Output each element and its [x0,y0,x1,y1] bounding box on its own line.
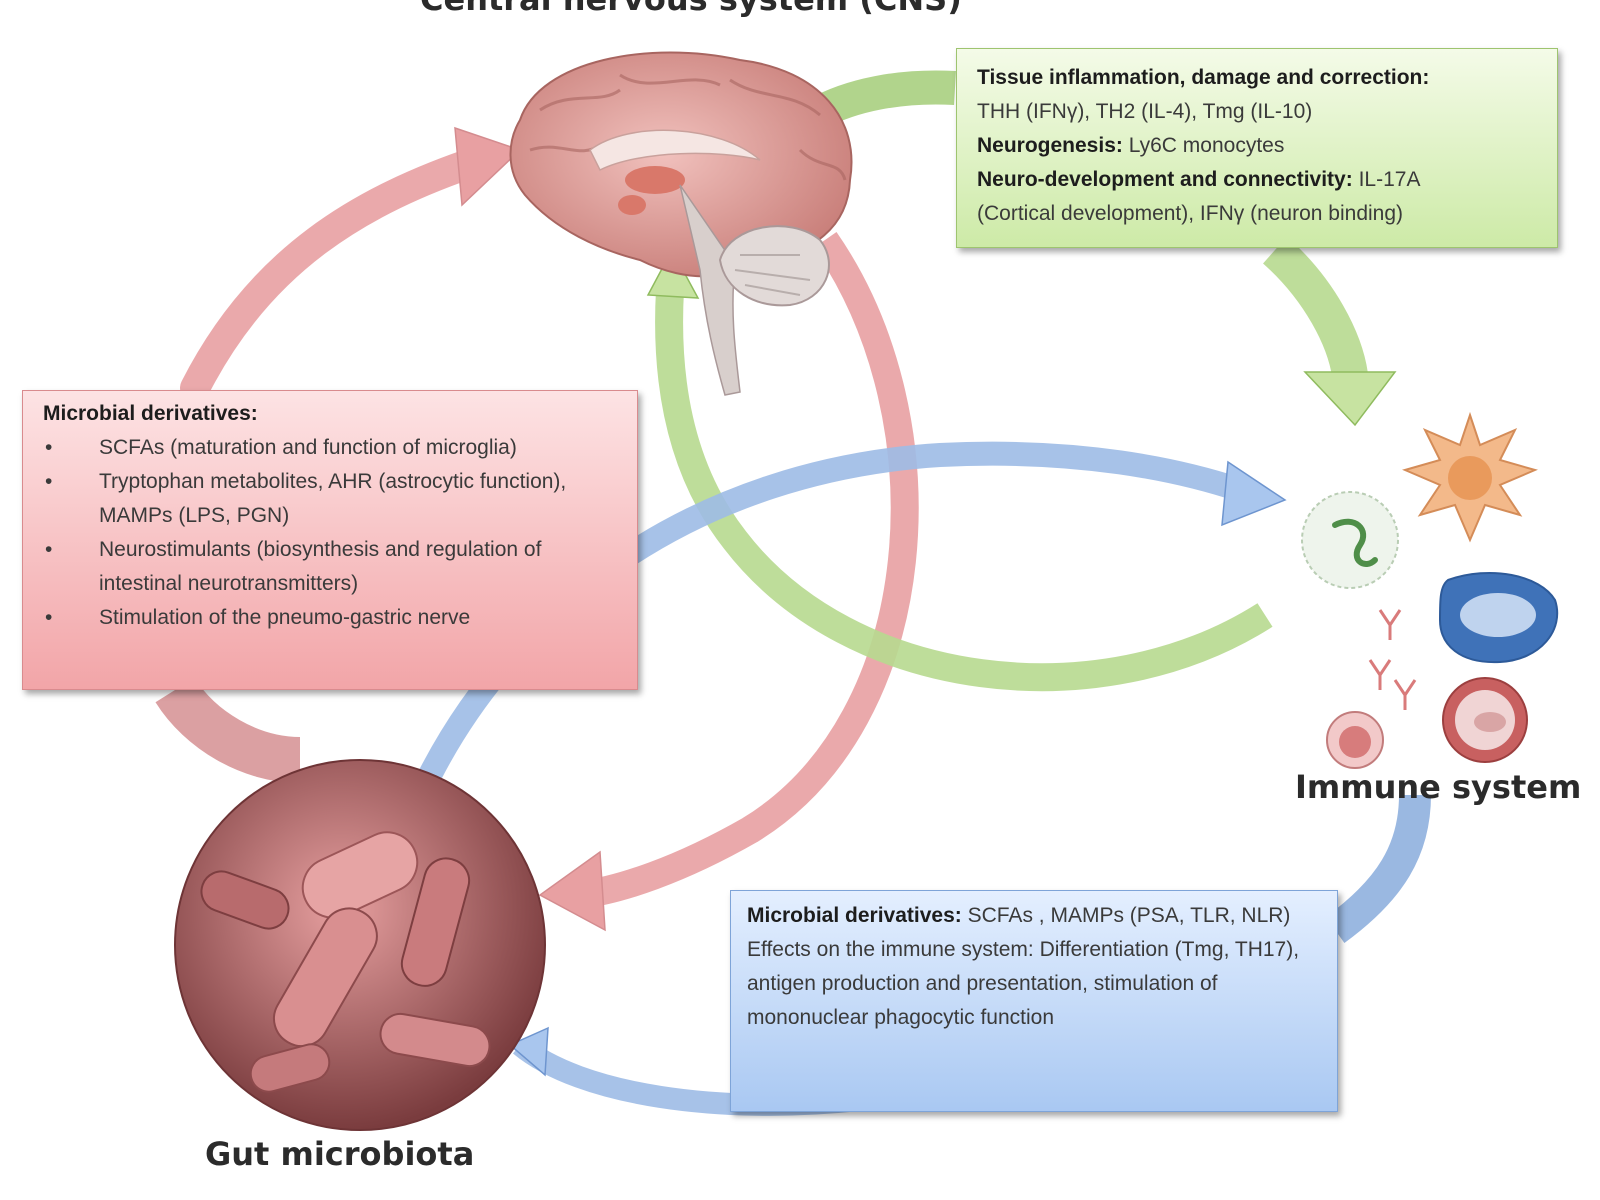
plasma-cell [1438,571,1559,664]
gut-microbiota-illustration [174,759,546,1131]
neurodevelopment-detail: (Cortical development), IFNγ (neuron bin… [977,202,1404,225]
arrow-immune-to-box [1325,794,1431,943]
arrow-gut-to-cns-left [180,145,495,403]
arrow-cns-to-gut [578,232,919,909]
list-item: Tryptophan metabolites, AHR (astrocytic … [43,465,623,533]
antibodies [1368,609,1417,710]
arrowhead-gut-to-cns-left [454,126,522,207]
gut-immune-heading-text: SCFAs , MAMPs (PSA, TLR, NLR) [967,904,1291,927]
arrowhead-box-to-immune [1303,371,1397,427]
arrow-box-to-immune [1262,236,1368,379]
arrow-box-to-gut [155,677,301,783]
gut-microbiota-label: Gut microbiota [205,1135,475,1173]
cns-effects-box: Tissue inflammation, damage and correcti… [956,48,1558,248]
arrowhead-box-to-gut-bottom [508,1026,549,1077]
brain-illustration [509,51,853,396]
immune-cells-illustration [1301,411,1559,769]
gut-cns-heading: Microbial derivatives: [43,402,258,425]
gut-cns-list: SCFAs (maturation and function of microg… [43,431,623,635]
arrow-immune-to-cns [655,289,1273,692]
inflammation-text: THH (IFNγ), TH2 (IL-4), Tmg (IL-10) [977,100,1313,123]
list-item: SCFAs (maturation and function of microg… [43,431,623,465]
gut-to-cns-box: Microbial derivatives: SCFAs (maturation… [22,390,638,690]
dendritic-cell [1402,411,1538,543]
inflammation-heading: Tissue inflammation, damage and correcti… [977,66,1430,89]
lymphocyte-cell [1326,711,1384,769]
list-item: Stimulation of the pneumo-gastric nerve [43,601,623,635]
neurogenesis-text: Ly6C monocytes [1128,134,1285,157]
mast-cell [1442,677,1528,763]
neurogenesis-heading: Neurogenesis: [977,134,1123,157]
cns-label: Central nervous system (CNS) [420,0,962,18]
neurodevelopment-text: IL-17A [1358,168,1421,191]
gut-immune-heading: Microbial derivatives: [747,904,962,927]
arrowhead-cns-to-gut [538,850,606,932]
immune-system-label: Immune system [1295,768,1582,806]
macrophage-cell [1301,491,1399,589]
arrowhead-gut-to-immune [1221,460,1287,527]
gut-immune-body: Effects on the immune system: Differenti… [747,938,1300,1029]
gut-to-immune-box: Microbial derivatives: SCFAs , MAMPs (PS… [730,890,1338,1112]
neurodevelopment-heading: Neuro-development and connectivity: [977,168,1353,191]
list-item: Neurostimulants (biosynthesis and regula… [43,533,623,601]
